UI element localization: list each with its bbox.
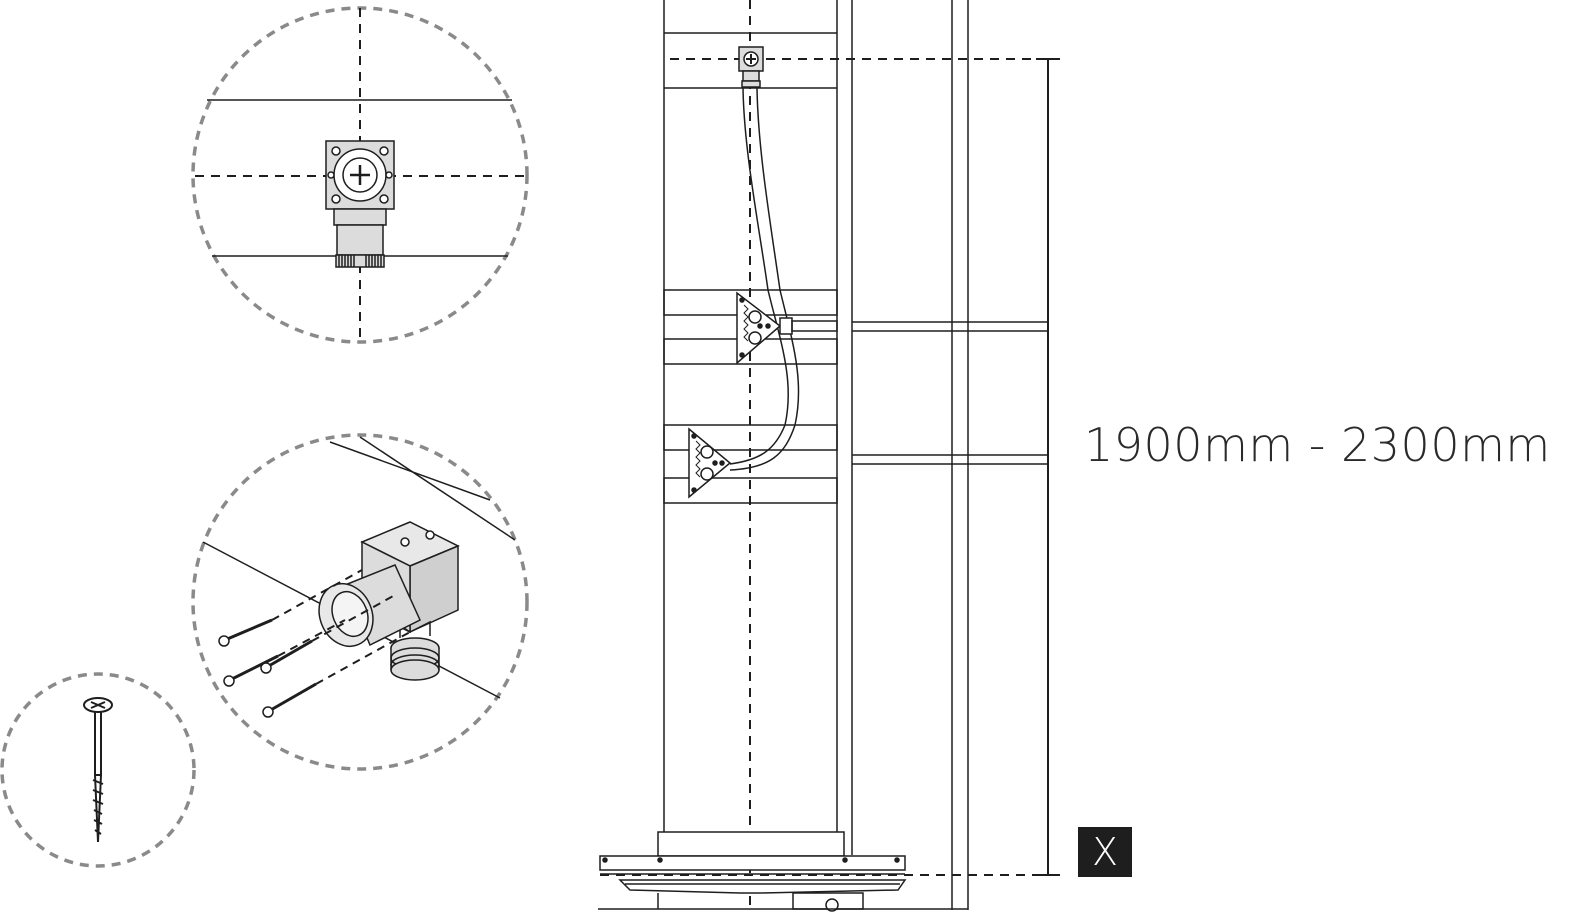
wall-outlet-icon [738, 46, 764, 88]
dimension-marker-badge: X [1078, 827, 1132, 877]
screw-set-icon [218, 569, 411, 718]
height-range-label: 1900mm - 2300mm [1084, 418, 1551, 472]
height-dimension-line [1036, 58, 1060, 876]
outlet-isometric-icon [318, 521, 460, 681]
hose-line [729, 87, 789, 465]
shower-tray-icon [598, 831, 968, 912]
detail-screw [0, 672, 196, 868]
outlet-front-icon [325, 140, 395, 268]
mounting-bracket-upper-icon [736, 291, 838, 365]
screw-icon [83, 697, 113, 843]
mounting-bracket-lower-icon [688, 427, 732, 499]
detail-outlet-exploded [191, 433, 529, 771]
detail-outlet-front [191, 6, 529, 344]
wall-frame-elevation [598, 0, 1060, 912]
